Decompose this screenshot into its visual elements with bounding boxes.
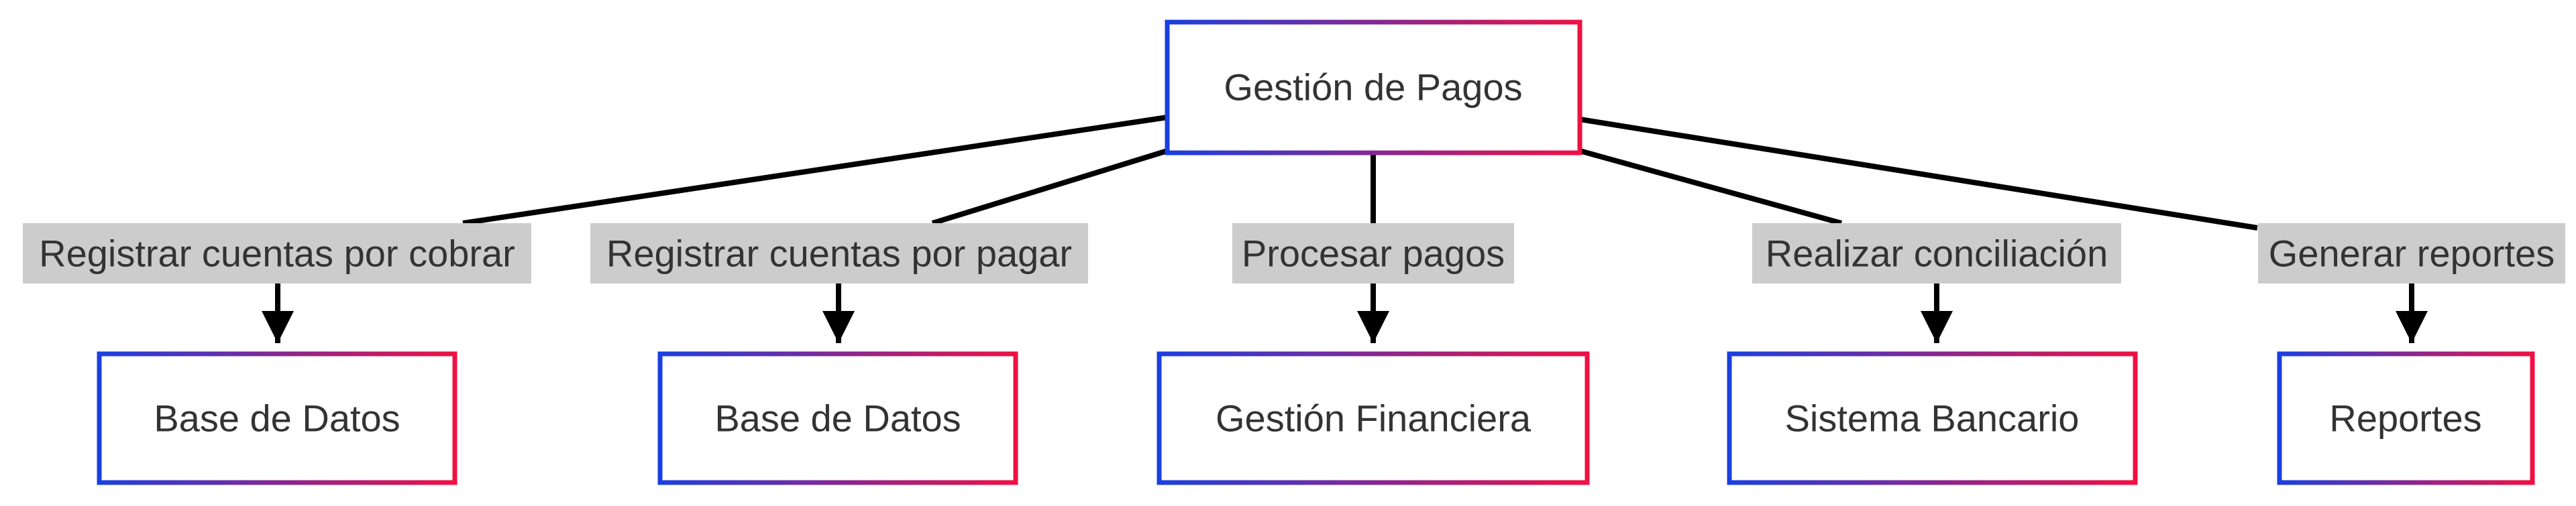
edge-label-2: Registrar cuentas por pagar: [590, 223, 1088, 283]
target-node-4: Sistema Bancario: [1727, 351, 2138, 485]
target-node-box: [97, 351, 458, 485]
edge-label-text: Procesar pagos: [1242, 233, 1505, 275]
target-node-box: [657, 351, 1018, 485]
edges-upper: [462, 115, 2258, 231]
edges-lower: [262, 283, 2428, 343]
target-node-label: Base de Datos: [714, 397, 961, 440]
edge-label-background: [1232, 223, 1514, 283]
edge-label-text: Registrar cuentas por cobrar: [39, 233, 515, 275]
target-node-label: Sistema Bancario: [1785, 397, 2080, 440]
target-node-box: [2277, 351, 2535, 485]
target-node-label: Base de Datos: [154, 397, 400, 440]
target-node-label: Gestión Financiera: [1216, 397, 1532, 440]
target-node-label: Reportes: [2329, 397, 2481, 440]
target-node-5: Reportes: [2277, 351, 2535, 485]
target-node-3: Gestión Financiera: [1157, 351, 1590, 485]
target-node-1: Base de Datos: [97, 351, 458, 485]
edge-label-5: Generar reportes: [2258, 223, 2565, 283]
root-node-label: Gestión de Pagos: [1224, 66, 1522, 109]
edge-label-4: Realizar conciliación: [1752, 223, 2121, 283]
edge-label-background: [2258, 223, 2565, 283]
edge-label-background: [23, 223, 531, 283]
edge-root-to-branch-5: [1579, 117, 2258, 231]
target-node-box: [1157, 351, 1590, 485]
edge-label-3: Procesar pagos: [1232, 223, 1514, 283]
edge-label-background: [590, 223, 1088, 283]
edge-root-to-branch-4: [1578, 148, 1843, 226]
root-node: Gestión de Pagos: [1165, 19, 1582, 155]
edge-label-background: [1752, 223, 2121, 283]
edge-root-to-branch-1: [462, 115, 1168, 226]
root-node-box: [1165, 19, 1582, 155]
edge-label-text: Generar reportes: [2269, 233, 2555, 275]
target-node-box: [1727, 351, 2138, 485]
edge-root-to-branch-2: [931, 148, 1169, 226]
edge-label-text: Realizar conciliación: [1766, 233, 2108, 275]
edge-label-text: Registrar cuentas por pagar: [606, 233, 1072, 275]
target-node-2: Base de Datos: [657, 351, 1018, 485]
edge-label-1: Registrar cuentas por cobrar: [23, 223, 531, 283]
